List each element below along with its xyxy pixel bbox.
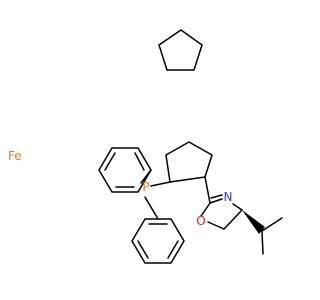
oxazoline-c2-o xyxy=(200,202,211,217)
wedge-bond-isopropyl xyxy=(242,210,265,234)
oxazoline-n-c2 xyxy=(209,198,223,204)
atom-label-phosphorus: P xyxy=(142,180,149,194)
phenyl-ring-lower xyxy=(131,218,185,264)
atom-label-nitrogen: N xyxy=(224,190,233,204)
molecule-structure: Fe P N O xyxy=(8,29,283,264)
phenyl-ring-upper-double-bond-1 xyxy=(104,152,116,171)
isopropyl-branch-1 xyxy=(261,217,283,232)
oxazoline-o-c5 xyxy=(207,221,225,230)
atom-label-oxygen: O xyxy=(196,214,205,228)
oxazoline-c5-c4 xyxy=(223,209,243,230)
bond-p-cyclopentyl xyxy=(150,181,171,187)
oxazoline-c4-n xyxy=(232,203,243,211)
phenyl-ring-upper-double-bond-3 xyxy=(134,152,145,171)
cyclopentane-ring-middle xyxy=(165,141,213,183)
oxazoline-n-c2-double xyxy=(210,194,223,199)
bond-cyclopentyl-oxazoline xyxy=(204,176,211,204)
phenyl-ring-upper xyxy=(98,147,152,193)
bond-phenyl1-p xyxy=(140,169,152,184)
bond-p-phenyl2 xyxy=(144,196,159,220)
isopropyl-branch-2 xyxy=(261,230,264,255)
phenyl-ring-lower-double-bond-3 xyxy=(167,240,179,259)
cyclopentane-ring-top xyxy=(158,29,203,71)
phenyl-ring-lower-double-bond-2 xyxy=(137,240,149,259)
structure-canvas: Fe P N O xyxy=(8,29,283,264)
atom-label-fe: Fe xyxy=(8,149,22,163)
